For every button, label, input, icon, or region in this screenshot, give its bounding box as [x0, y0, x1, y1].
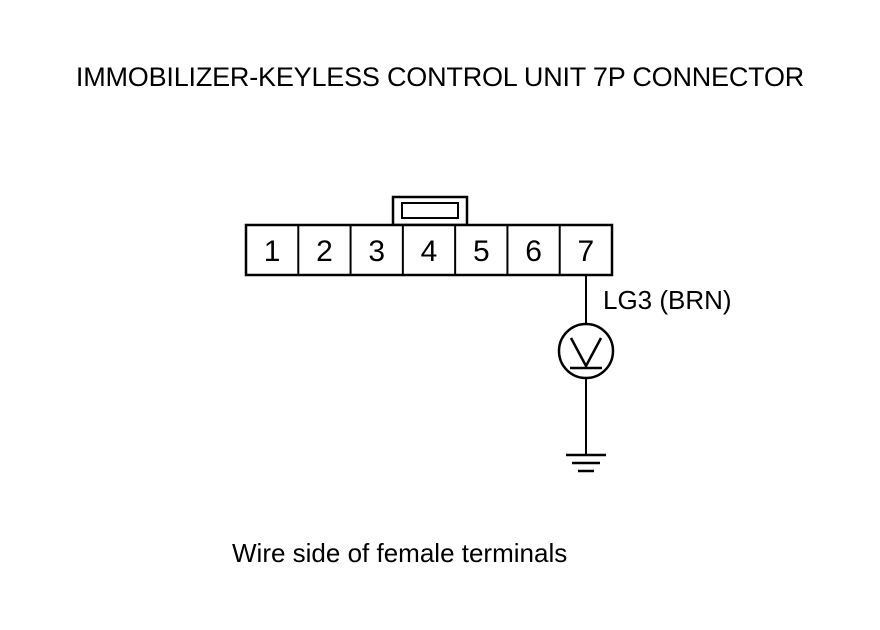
pin-label-6: 6: [525, 235, 542, 268]
wire-label: LG3 (BRN): [603, 285, 732, 315]
diagram-title: IMMOBILIZER-KEYLESS CONTROL UNIT 7P CONN…: [75, 62, 805, 92]
pin-label-5: 5: [473, 235, 490, 268]
pin-label-3: 3: [368, 235, 385, 268]
pin-label-1: 1: [264, 235, 281, 268]
pin-label-4: 4: [421, 235, 438, 268]
connector-body: [244, 223, 614, 277]
ground-icon: [566, 453, 606, 473]
pin-label-2: 2: [316, 235, 333, 268]
connector-pins: 1 2 3 4 5 6 7: [264, 225, 594, 275]
diagram-caption: Wire side of female terminals: [232, 538, 568, 568]
pin-label-7: 7: [578, 235, 595, 268]
connector-lock-tab: [391, 195, 469, 227]
voltmeter-icon: [557, 322, 615, 380]
